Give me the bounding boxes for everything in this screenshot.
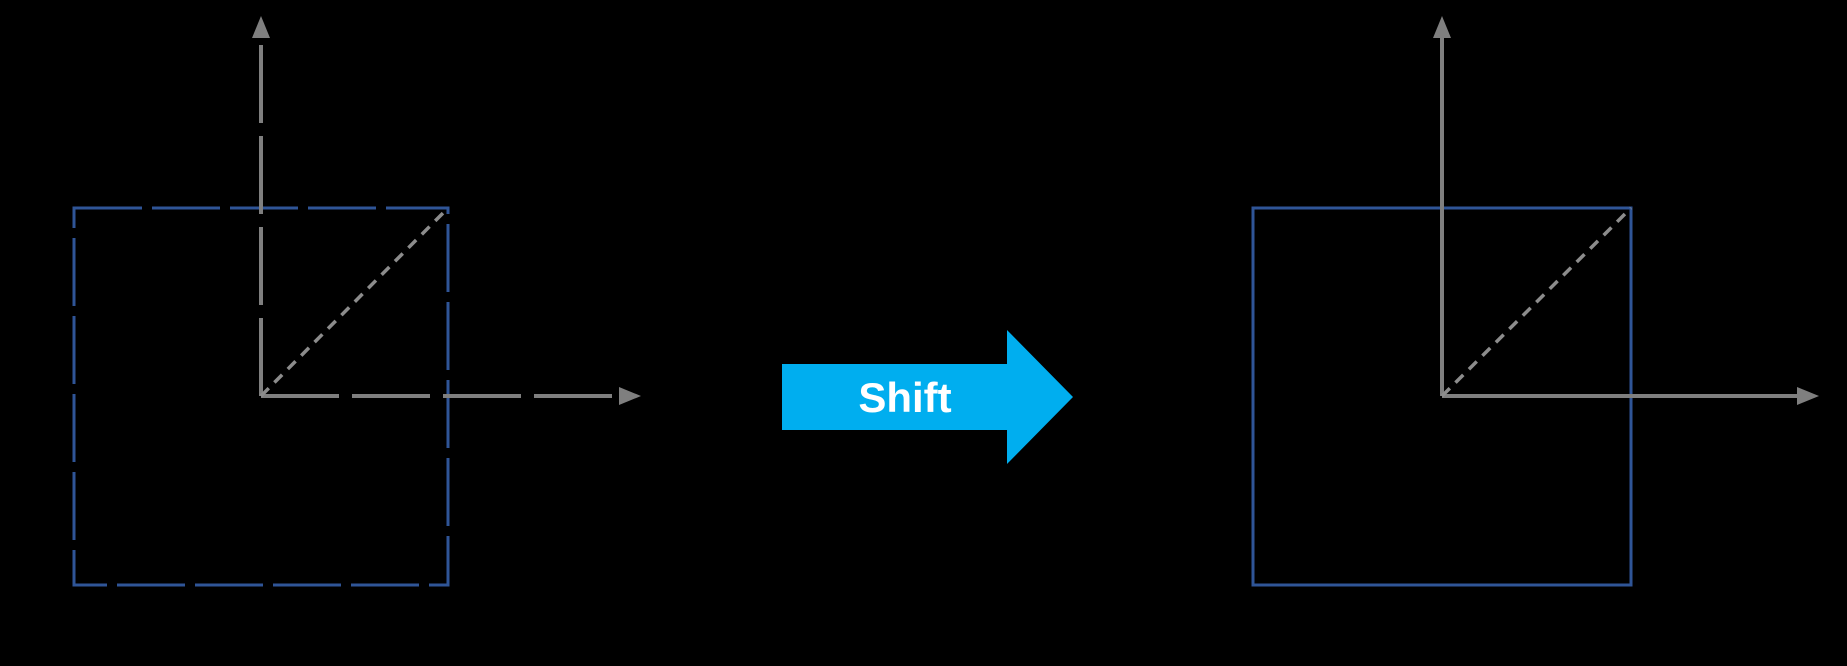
right-y-axis-arrowhead-icon xyxy=(1433,16,1451,38)
right-arrow-icon xyxy=(782,330,1073,464)
left-panel-before-shift xyxy=(72,16,641,587)
right-diagonal-dashed-line xyxy=(1440,206,1633,398)
left-diagonal-dashed-line xyxy=(259,206,450,398)
left-x-axis-arrowhead-icon xyxy=(619,387,641,405)
right-panel-after-shift xyxy=(1251,16,1819,587)
left-y-axis-arrowhead-icon xyxy=(252,16,270,38)
shift-label: Shift xyxy=(858,374,951,421)
shift-arrow: Shift xyxy=(782,330,1073,464)
right-x-axis-arrowhead-icon xyxy=(1797,387,1819,405)
